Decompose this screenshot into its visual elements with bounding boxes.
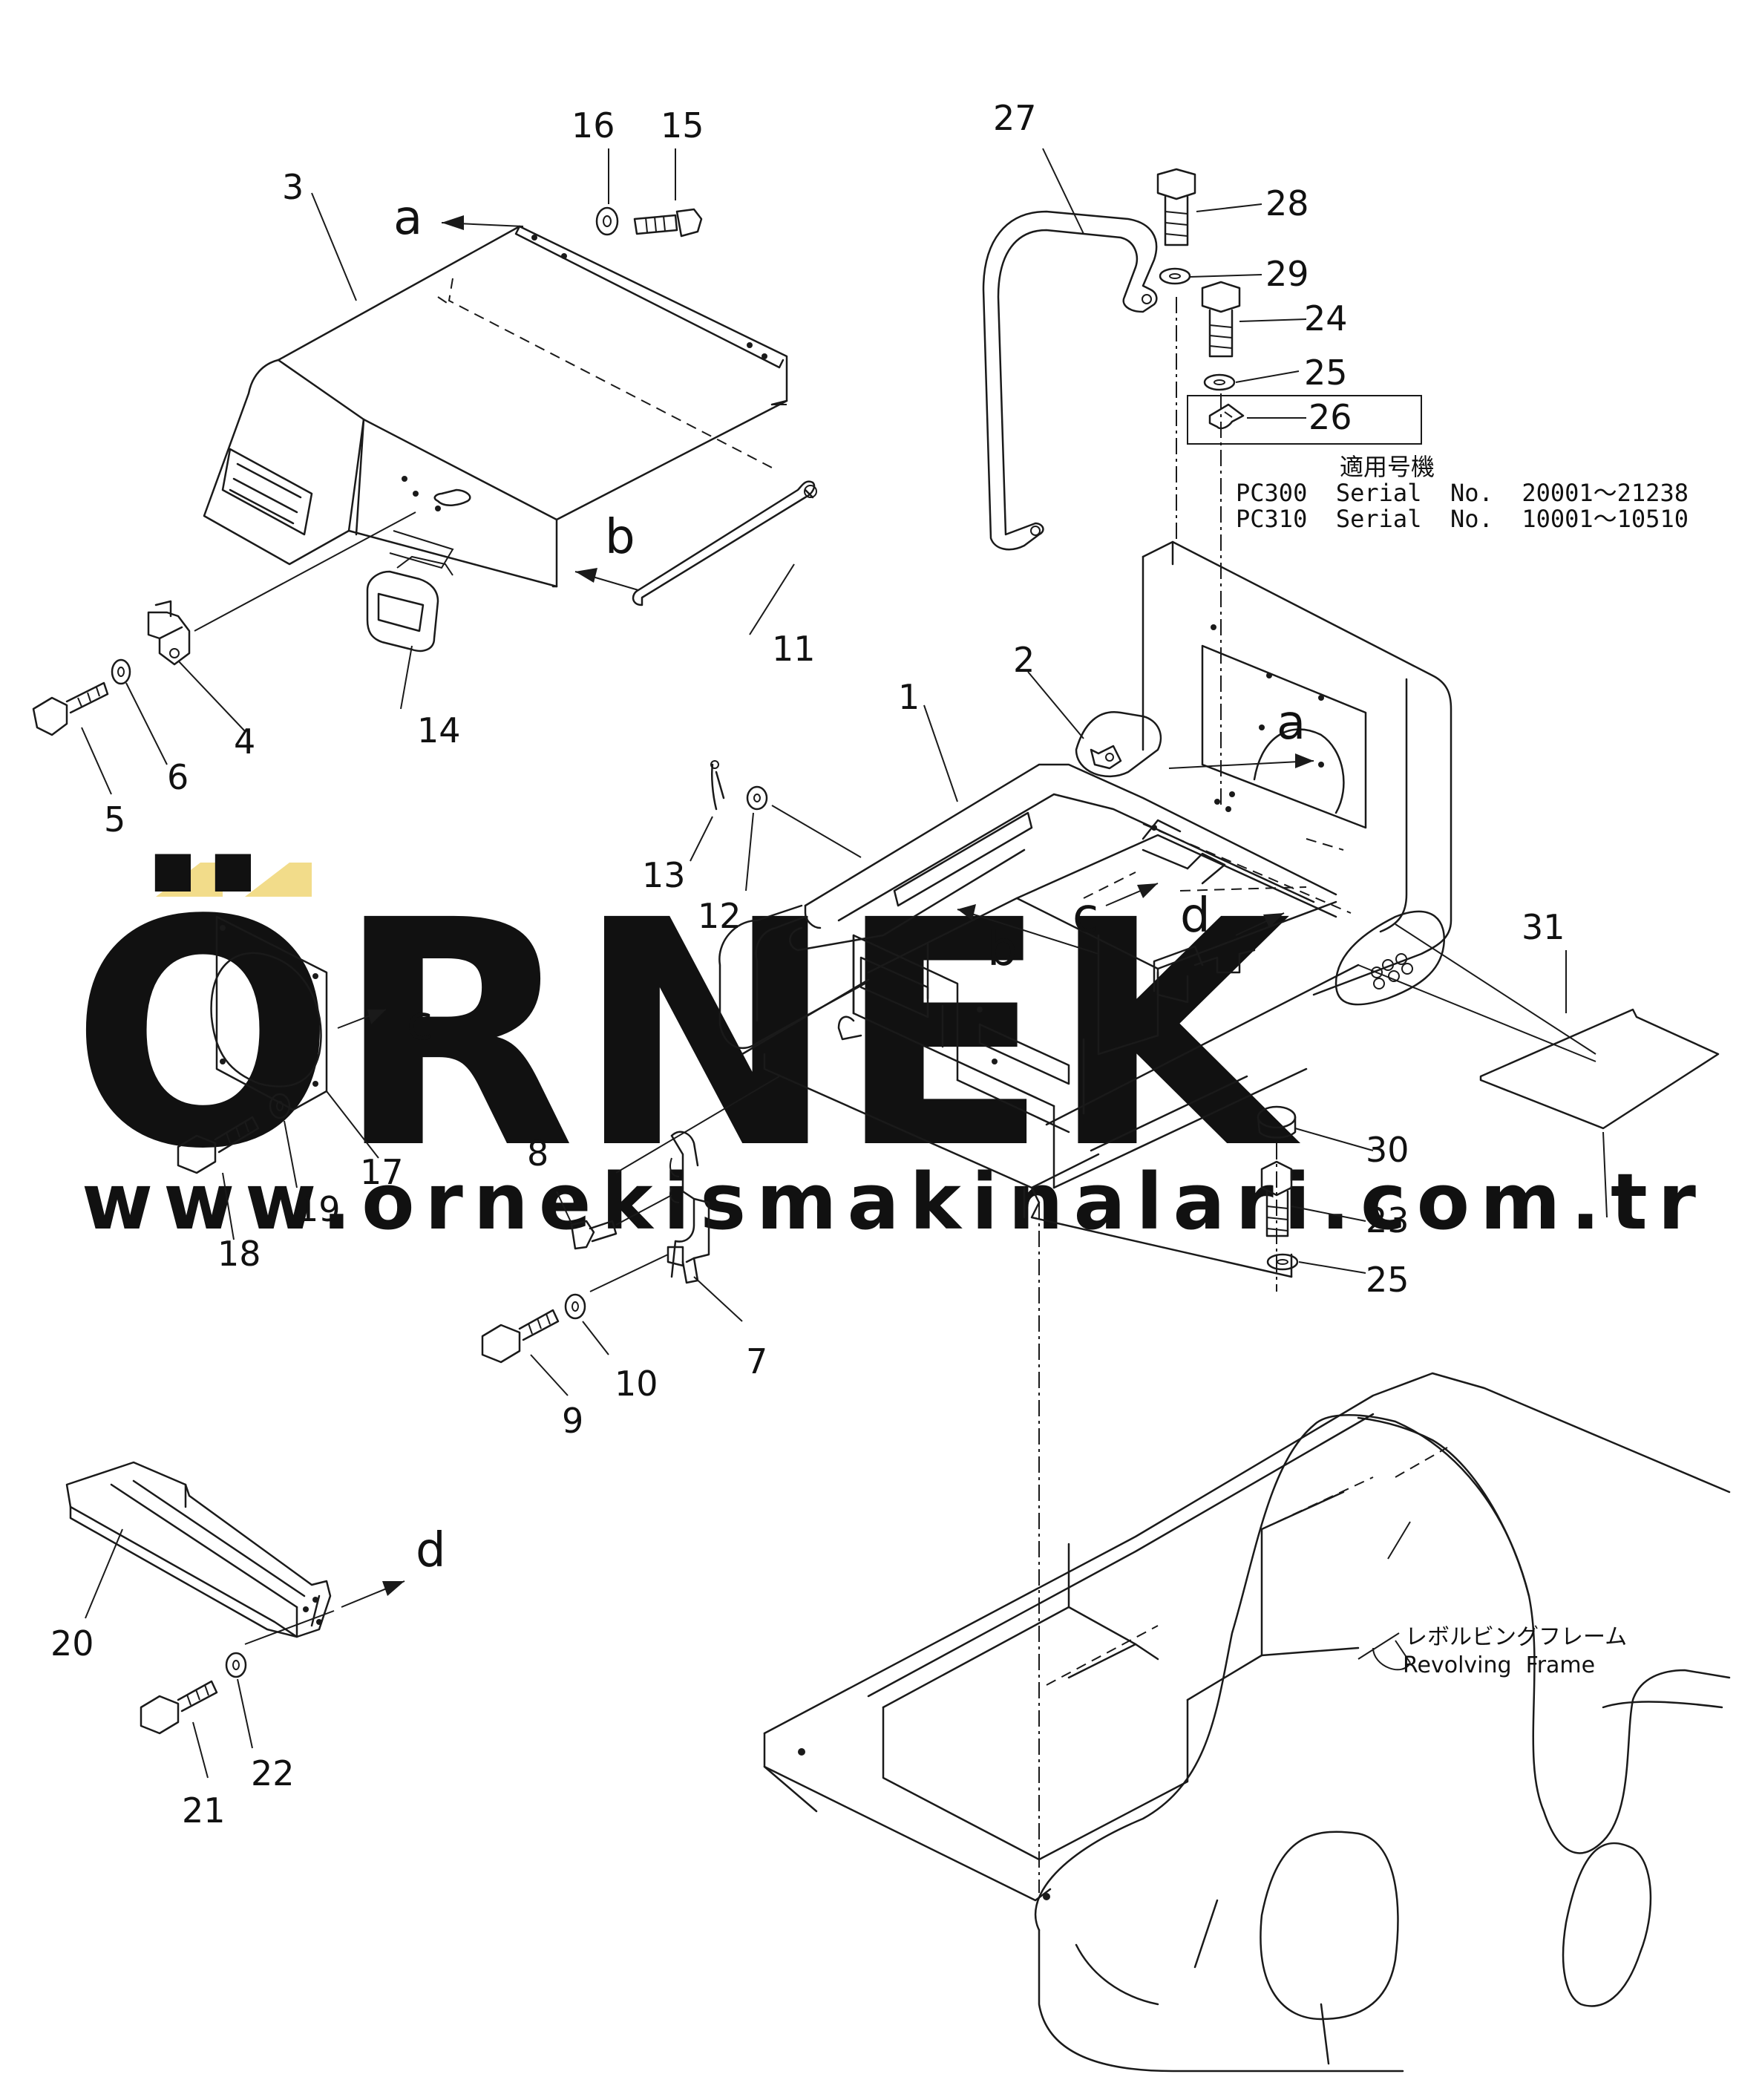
serial-note-line-1: PC300 Serial No. 20001～21238	[1236, 479, 1689, 507]
callout-28: 28	[1265, 183, 1309, 223]
callout-27: 27	[993, 98, 1037, 138]
part-12-washer	[746, 785, 862, 858]
part-27-handrail	[982, 210, 1158, 551]
ref-d-rail: d	[416, 1523, 446, 1578]
watermark: ÖRNEK www.ornekismakinalari.com.tr	[71, 851, 1706, 1247]
part-26-box	[1187, 395, 1422, 445]
callout-24: 24	[1304, 298, 1348, 338]
ref-c-plate: c	[407, 996, 433, 1051]
callout-3: 3	[282, 167, 304, 207]
part-15-bolt	[633, 208, 703, 238]
part-22-washer	[225, 1652, 247, 1678]
top-cover	[203, 225, 788, 588]
part-10-washer	[564, 1254, 669, 1320]
frame-label-english: Revolving Frame	[1403, 1652, 1595, 1678]
watermark-accent-right	[245, 863, 312, 897]
ref-b-box: b	[987, 922, 1018, 977]
callout-labels: 1 2 3 4 5 6 7 8 9 10 11 12 13 14 15 16 1…	[50, 98, 1565, 1831]
part-11-rod	[632, 480, 817, 606]
callout-10: 10	[615, 1364, 658, 1404]
part-7-latch	[667, 1131, 710, 1284]
part-19-washer	[269, 1093, 291, 1119]
callout-1: 1	[898, 677, 920, 717]
callout-19: 19	[297, 1189, 341, 1229]
callout-22: 22	[251, 1753, 295, 1793]
connection-arrows	[337, 215, 1314, 1608]
part-5-bolt	[32, 681, 109, 736]
serial-note-line-2: PC310 Serial No. 10001～10510	[1236, 505, 1689, 533]
callout-15: 15	[661, 105, 704, 145]
ref-c-box: c	[1072, 889, 1098, 943]
part-28-bolt	[1156, 168, 1196, 246]
callout-30: 30	[1366, 1130, 1409, 1170]
part-31-mat	[1479, 1008, 1720, 1130]
part-8-bolt	[570, 1194, 672, 1250]
ref-a-right: a	[1277, 696, 1306, 750]
part-25-washer-bottom	[1266, 1253, 1299, 1271]
ref-b-cover: b	[605, 510, 635, 565]
watermark-accent-left	[156, 863, 223, 897]
revolving-frame	[763, 1372, 1731, 2073]
callout-6: 6	[167, 757, 189, 797]
callout-25-top: 25	[1304, 353, 1348, 393]
callout-5: 5	[104, 799, 125, 840]
callout-21: 21	[182, 1790, 226, 1831]
callout-9: 9	[562, 1401, 583, 1441]
callout-4: 4	[234, 722, 255, 762]
callout-20: 20	[50, 1623, 94, 1664]
callout-31: 31	[1522, 907, 1565, 947]
frame-label-japanese: レボルビングフレーム	[1405, 1624, 1627, 1650]
callout-26: 26	[1309, 397, 1352, 437]
connection-letters: a a b b c c d d	[393, 191, 1306, 1578]
callout-16: 16	[571, 105, 615, 145]
part-21-bolt	[140, 1680, 218, 1735]
part-6-washer	[111, 658, 131, 685]
part-9-bolt	[481, 1309, 560, 1364]
watermark-brand: ÖRNEK	[71, 851, 1303, 1217]
part-29-washer	[1159, 267, 1191, 285]
callout-11: 11	[772, 629, 816, 669]
part-18-bolt	[177, 1116, 260, 1174]
callout-7: 7	[746, 1341, 767, 1381]
callout-23: 23	[1366, 1200, 1409, 1240]
part-14-grommet	[366, 530, 454, 652]
serial-note: 適用号機 PC300 Serial No. 20001～21238 PC310 …	[1236, 453, 1689, 533]
callout-14: 14	[417, 710, 461, 750]
part-13-pin	[710, 760, 725, 811]
callout-29: 29	[1265, 254, 1309, 294]
ref-a-top: a	[393, 191, 422, 246]
callout-12: 12	[698, 896, 741, 936]
callout-8: 8	[527, 1134, 548, 1174]
leader-lines	[81, 148, 1608, 1893]
serial-note-heading: 適用号機	[1340, 453, 1435, 481]
callout-13: 13	[642, 855, 686, 895]
part-25-washer-top	[1203, 373, 1236, 391]
part-24-bolt	[1201, 281, 1241, 358]
part-17-cover-plate	[210, 915, 328, 1111]
main-enclosure	[718, 540, 1452, 1278]
part-4-bracket	[147, 511, 416, 666]
part-30-cap	[1257, 1105, 1297, 1139]
ref-d-box: d	[1180, 889, 1211, 943]
callout-2: 2	[1013, 640, 1035, 680]
part-2-bracket	[1075, 710, 1162, 778]
frame-label: レボルビングフレーム Revolving Frame	[1403, 1624, 1627, 1678]
part-16-washer	[595, 206, 619, 236]
callout-18: 18	[217, 1234, 261, 1274]
callout-17: 17	[360, 1152, 404, 1192]
part-20-rail	[65, 1461, 335, 1645]
watermark-url: www.ornekismakinalari.com.tr	[82, 1157, 1706, 1247]
callout-25-bottom: 25	[1366, 1260, 1409, 1300]
